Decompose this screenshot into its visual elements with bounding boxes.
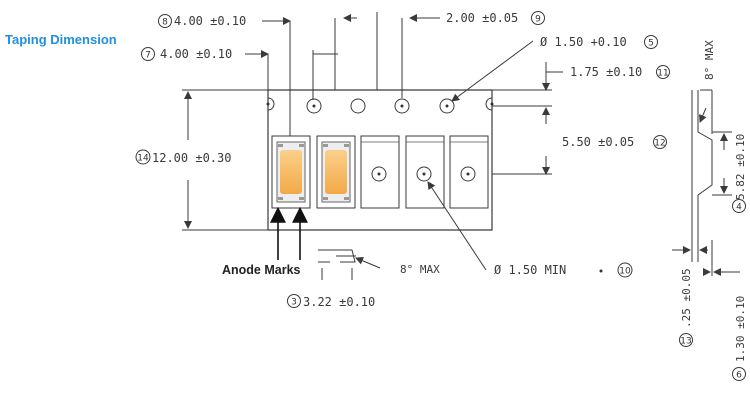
callout-pitch-pocket: 7 4.00 ±0.10: [141, 47, 338, 100]
pocket: [316, 135, 356, 209]
svg-text:4.00 ±0.10: 4.00 ±0.10: [174, 14, 246, 28]
callout-tape-width: 14 12.00 ±0.30: [135, 89, 268, 231]
callout-sprocket-offset: 2.00 ±0.05 9: [401, 11, 545, 98]
svg-text:5.50 ±0.05: 5.50 ±0.05: [562, 135, 634, 149]
carrier-tape: [266, 89, 494, 231]
svg-text:10: 10: [619, 267, 631, 277]
anode-marks-label: Anode Marks: [222, 206, 308, 277]
sprocket-hole: [439, 98, 455, 114]
tape-side-profile: 8° MAX 5.82 ±0.10 4 .25 ±0.05 13 1.30 ±0…: [672, 40, 747, 381]
svg-text:11: 11: [657, 69, 668, 79]
callout-pitch-top: 8 4.00 ±0.10: [158, 14, 291, 136]
svg-text:14: 14: [137, 154, 149, 164]
svg-text:Ø 1.50 +0.10: Ø 1.50 +0.10: [540, 35, 627, 49]
svg-text:5: 5: [648, 39, 654, 49]
svg-text:5.82 ±0.10: 5.82 ±0.10: [734, 134, 747, 200]
svg-text:4.00 ±0.10: 4.00 ±0.10: [160, 47, 232, 61]
svg-text:Anode Marks: Anode Marks: [222, 263, 301, 277]
sprocket-hole: [394, 98, 410, 114]
svg-text:8° MAX: 8° MAX: [703, 40, 716, 80]
led-component: [321, 141, 351, 203]
sprocket-hole: [350, 98, 366, 114]
svg-text:.25 ±0.05: .25 ±0.05: [680, 268, 693, 328]
svg-text:13: 13: [680, 337, 691, 347]
pocket: [271, 135, 311, 209]
svg-text:1.30 ±0.10: 1.30 ±0.10: [734, 296, 747, 362]
callout-pocket-offset: 5.50 ±0.05 12: [492, 105, 667, 175]
led-component: [276, 141, 306, 203]
svg-text:6: 6: [736, 371, 742, 381]
svg-text:12: 12: [654, 139, 665, 149]
svg-text:1.75 ±0.10: 1.75 ±0.10: [570, 65, 642, 79]
pocket: [405, 135, 445, 209]
diagram-title: Taping Dimension: [5, 32, 117, 47]
svg-text:2.00 ±0.05: 2.00 ±0.05: [446, 11, 518, 25]
svg-text:3: 3: [291, 298, 297, 308]
svg-text:4: 4: [736, 203, 742, 213]
svg-text:8: 8: [162, 18, 168, 28]
sprocket-hole: [306, 98, 322, 114]
svg-text:12.00 ±0.30: 12.00 ±0.30: [152, 151, 231, 165]
callout-pocket-depth: 8° MAX 3 3.22 ±0.10: [287, 249, 440, 309]
svg-text:8° MAX: 8° MAX: [400, 263, 440, 276]
callout-pocket-hole: Ø 1.50 MIN 10: [427, 181, 633, 278]
pocket: [449, 135, 489, 209]
svg-text:Ø 1.50 MIN: Ø 1.50 MIN: [494, 263, 566, 277]
svg-text:9: 9: [535, 15, 541, 25]
pocket: [360, 135, 400, 209]
callout-sprocket-diameter: Ø 1.50 +0.10 5: [451, 35, 658, 102]
svg-text:7: 7: [145, 51, 151, 61]
callout-edge-distance: 1.75 ±0.10 11: [492, 62, 670, 124]
svg-text:3.22 ±0.10: 3.22 ±0.10: [303, 295, 375, 309]
